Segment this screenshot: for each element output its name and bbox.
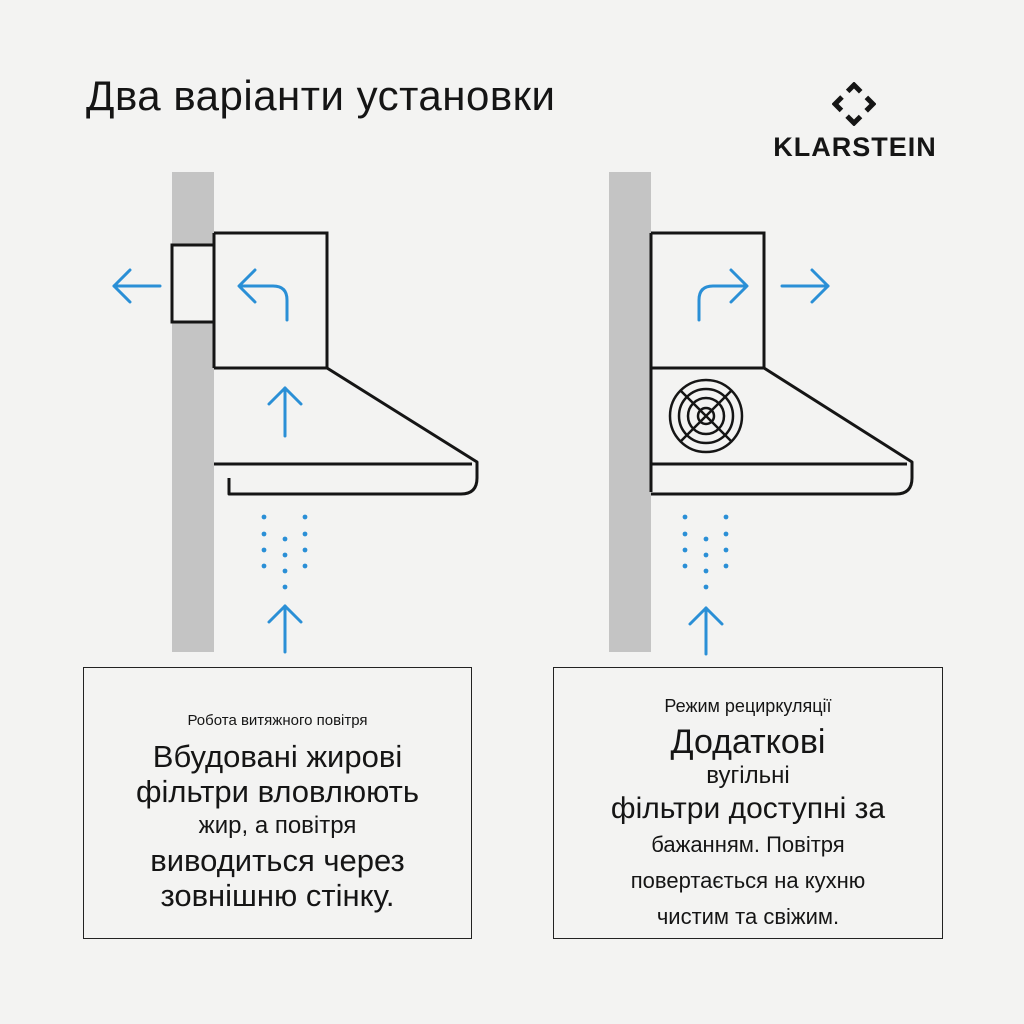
recirculation-mode-line: вугільні	[706, 762, 790, 789]
fan-icon	[668, 378, 744, 454]
recirculation-mode-line: Додаткові	[670, 723, 826, 761]
page-title: Два варіанти установки	[86, 72, 556, 119]
hood-canopy-left	[214, 366, 479, 496]
exhaust-mode-line: жир, а повітря	[198, 812, 357, 839]
recirculation-mode-caption: Режим рециркуляції	[664, 696, 832, 716]
recirculation-mode-card: Режим рециркуляції Додаткові вугільні фі…	[553, 667, 943, 939]
klarstein-logo-icon	[832, 82, 876, 126]
wall-right	[609, 172, 651, 652]
arrow-turn-left-icon	[237, 268, 289, 322]
exhaust-mode-line: Вбудовані жирові	[152, 739, 403, 774]
arrow-right-out-icon	[780, 268, 830, 304]
hood-canopy-right	[651, 366, 914, 496]
exhaust-mode-card: Робота витяжного повітря Вбудовані жиров…	[83, 667, 472, 939]
recirculation-mode-line: фільтри доступні за	[610, 792, 886, 825]
recirculation-mode-line: бажанням. Повітря	[651, 832, 845, 857]
exhaust-mode-line: фільтри вловлюють	[135, 774, 420, 809]
arrow-up-bottom-left-icon	[267, 604, 303, 654]
arrow-turn-right-icon	[697, 268, 749, 322]
arrow-up-inside-left-icon	[267, 386, 303, 438]
recirculation-diagram	[609, 172, 914, 656]
steam-dots-left	[261, 514, 308, 590]
brand-name: KLARSTEIN	[773, 132, 937, 162]
arrow-up-bottom-right-icon	[688, 606, 724, 656]
hood-chimney-left	[214, 231, 329, 368]
hood-chimney-right	[651, 231, 766, 368]
exhaust-mode-caption: Робота витяжного повітря	[187, 712, 368, 729]
exhaust-mode-line: зовнішню стінку.	[160, 878, 395, 913]
recirculation-mode-line: повертається на кухню	[630, 868, 866, 893]
recirculation-mode-line: чистим та свіжим.	[656, 904, 840, 929]
exhaust-diagram	[112, 172, 479, 654]
arrow-left-out-icon	[112, 268, 162, 304]
exhaust-mode-line: виводиться через	[150, 843, 405, 878]
brand-logo: KLARSTEIN	[766, 82, 944, 164]
steam-dots-right	[682, 514, 729, 590]
wall-duct-left	[170, 243, 214, 324]
